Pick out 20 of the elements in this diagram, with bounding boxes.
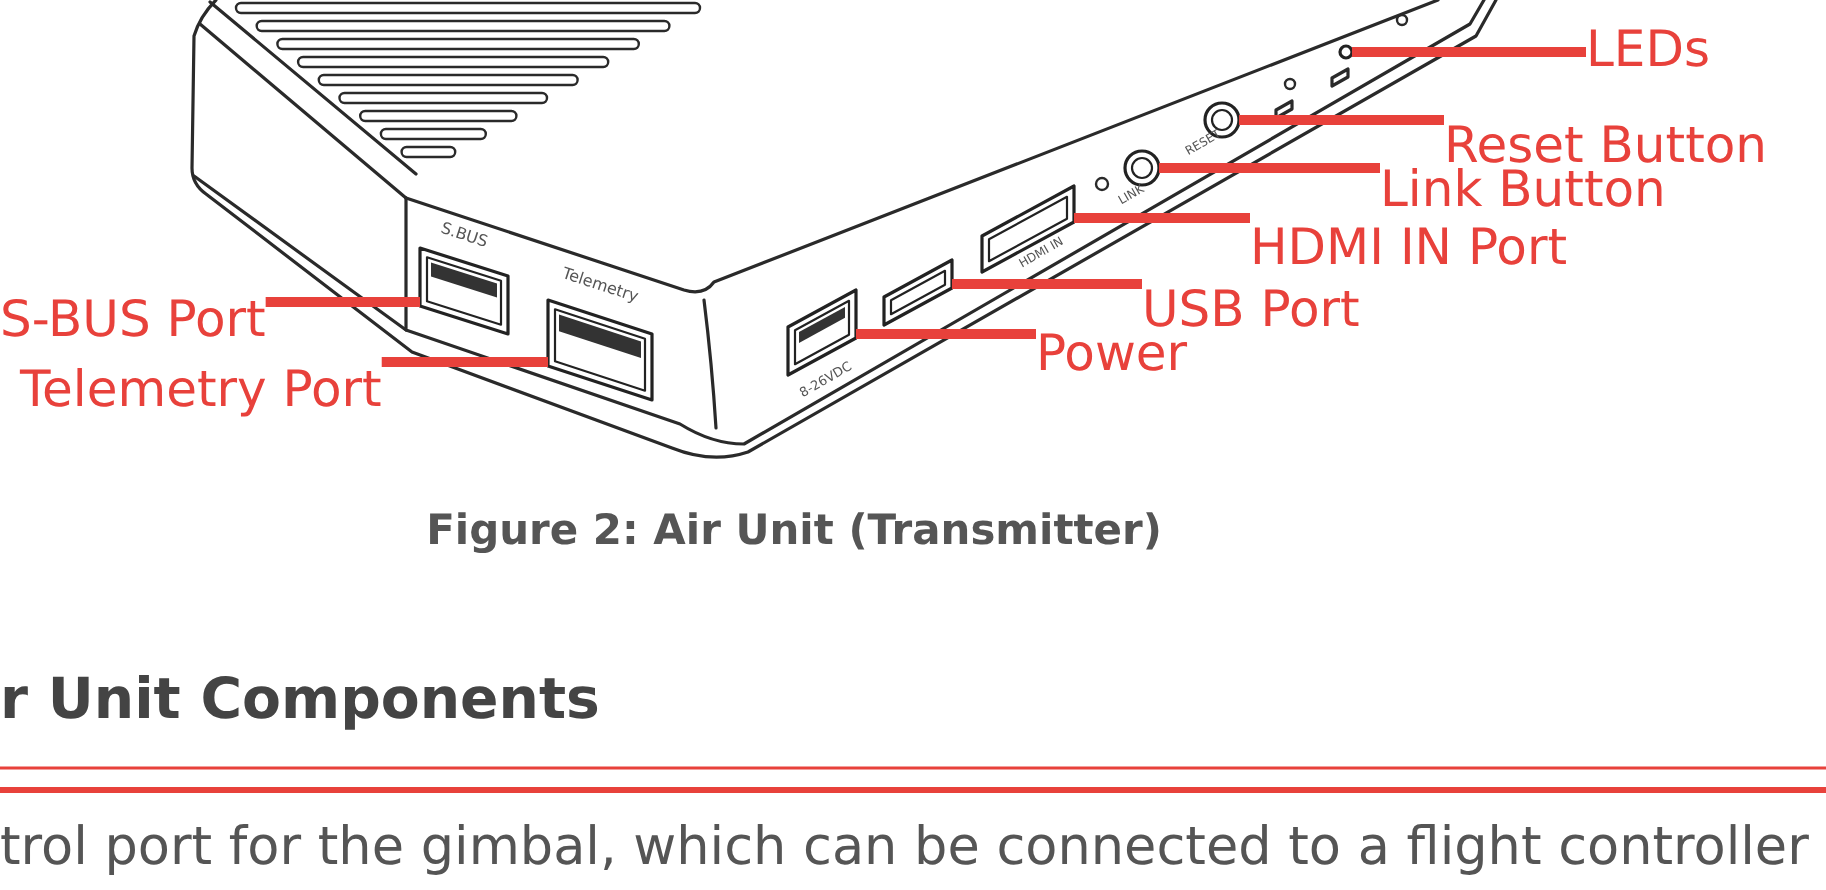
leader-line <box>952 279 1142 289</box>
leader-line <box>1159 163 1380 173</box>
section-heading: r Unit Components <box>0 664 600 736</box>
leader-line <box>1352 47 1586 57</box>
port-socket <box>418 246 510 336</box>
port-socket <box>882 258 954 327</box>
leader-line <box>1239 115 1444 125</box>
led-light <box>1338 44 1354 60</box>
push-button <box>1123 149 1161 187</box>
leader-line <box>265 297 420 307</box>
callout-label: S-BUS Port <box>0 284 266 354</box>
leader-line <box>381 357 548 367</box>
port-marking: S.BUS <box>438 220 490 252</box>
port-socket <box>980 184 1076 274</box>
leader-line <box>856 329 1036 339</box>
callout-label: Telemetry Port <box>20 354 382 424</box>
callout-label: LEDs <box>1586 14 1710 84</box>
body-text: trol port for the gimbal, which can be connected to a flight controller <box>0 815 1809 881</box>
leader-line <box>1074 213 1250 223</box>
figure-caption: Figure 2: Air Unit (Transmitter) <box>426 503 1162 557</box>
